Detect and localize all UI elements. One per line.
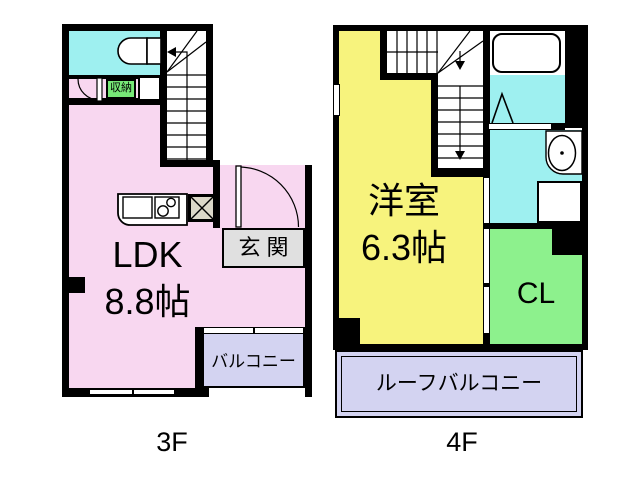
storage-box xyxy=(138,76,161,101)
window xyxy=(204,327,303,334)
toilet-icon xyxy=(117,37,162,65)
wall-segment xyxy=(333,25,339,350)
stairs-up-icon xyxy=(166,30,207,160)
bathtub-icon xyxy=(492,33,561,73)
wall-segment xyxy=(333,25,588,31)
closet-opening xyxy=(483,229,490,333)
wall-segment xyxy=(206,24,213,167)
window xyxy=(90,389,174,395)
roof-balcony-area: ルーフバルコニー xyxy=(335,350,583,418)
closet-label: CL xyxy=(516,277,556,310)
wall-segment xyxy=(305,165,312,397)
roof-balcony-label: ルーフバルコニー xyxy=(375,371,543,395)
wall-segment xyxy=(380,73,438,80)
ldk-size: 8.8帖 xyxy=(104,280,191,322)
wall-segment xyxy=(160,160,220,167)
exterior-corridor xyxy=(213,31,305,165)
wall-segment xyxy=(195,327,202,388)
wall-segment xyxy=(213,160,220,228)
pipe-shaft-icon xyxy=(188,194,216,222)
wall-segment xyxy=(62,98,167,105)
wall-segment xyxy=(483,25,490,178)
sink-icon xyxy=(122,196,153,219)
wall-segment xyxy=(380,31,387,80)
wall-segment xyxy=(483,283,490,287)
wall-segment xyxy=(431,168,490,177)
storage-closet: 収納 xyxy=(106,79,136,99)
wall-segment xyxy=(62,75,167,79)
kitchen-counter-icon xyxy=(117,193,188,226)
wall-segment xyxy=(333,344,588,350)
balcony-area: バルコニー xyxy=(202,327,305,388)
folding-door-icon xyxy=(491,91,514,124)
bedroom-label: 洋室 6.3帖 xyxy=(338,178,470,272)
storage-label: 収納 xyxy=(110,82,132,95)
roof-balcony-inner: ルーフバルコニー xyxy=(341,356,577,412)
window xyxy=(333,84,340,116)
wall-segment xyxy=(483,223,582,229)
wall-segment xyxy=(62,24,69,397)
threshold-bar xyxy=(488,123,552,130)
floor-label-3f: 3F xyxy=(156,427,188,457)
bedroom-name: 洋室 xyxy=(367,180,440,221)
wall-segment xyxy=(431,80,438,177)
door-opening xyxy=(483,178,490,223)
washing-machine-space xyxy=(537,181,582,223)
toilet-door-icon xyxy=(77,77,103,102)
bedroom-size: 6.3帖 xyxy=(360,226,448,268)
stairs-down-icon xyxy=(387,30,484,160)
wall-segment xyxy=(160,24,167,167)
wall-pillar xyxy=(62,277,85,293)
entry-area: 玄関 xyxy=(222,228,305,268)
wall-pillar xyxy=(333,318,360,350)
washbasin-icon xyxy=(545,130,583,175)
entry-label: 玄関 xyxy=(238,235,295,261)
wall-pillar xyxy=(552,229,582,255)
floor-label-4f: 4F xyxy=(446,427,478,457)
ldk-name: LDK xyxy=(112,234,183,275)
balcony-label: バルコニー xyxy=(211,351,296,371)
ldk-label: LDK 8.8帖 xyxy=(80,232,215,326)
wall-segment xyxy=(62,24,213,31)
wall-segment xyxy=(483,333,490,344)
wall-segment xyxy=(582,25,588,350)
entry-door-icon xyxy=(235,165,300,228)
bathroom xyxy=(490,75,565,124)
wall-segment xyxy=(552,123,565,130)
